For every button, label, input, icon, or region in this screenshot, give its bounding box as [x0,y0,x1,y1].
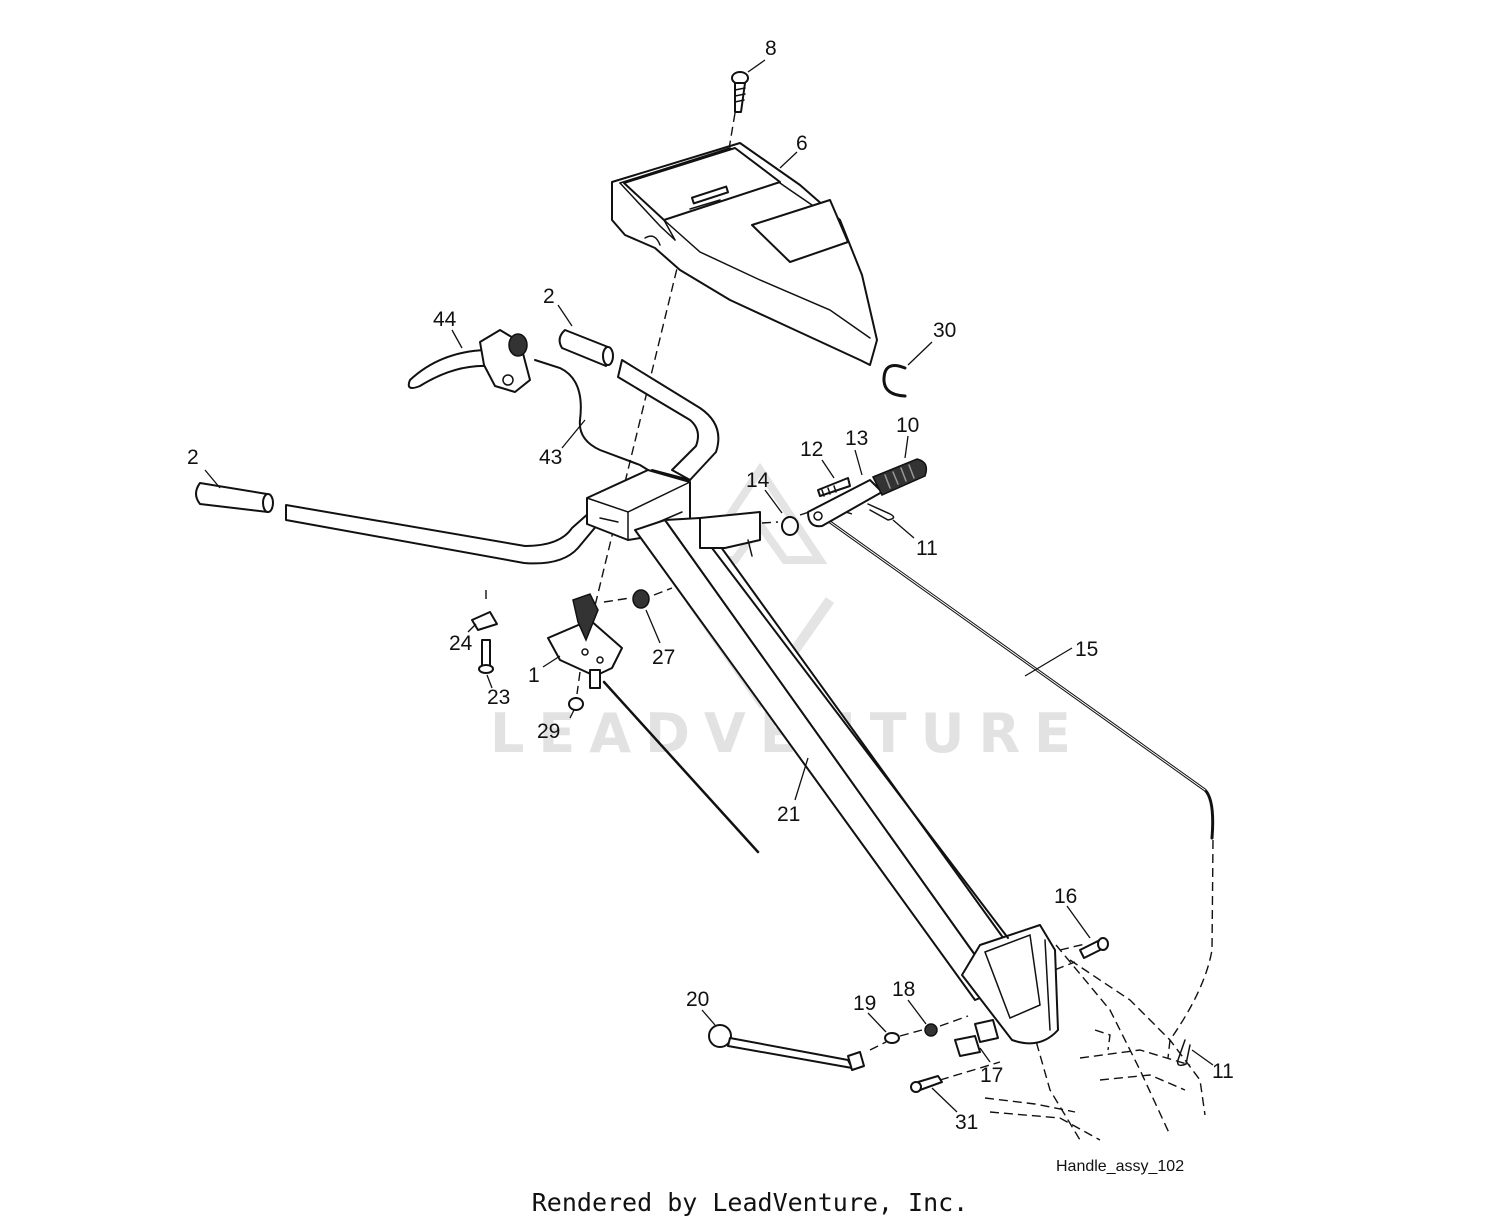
callouts: 8 6 2 44 30 43 2 12 13 10 14 11 24 27 1 … [187,37,1234,1134]
shift-bracket-1 [547,593,623,689]
callout-6: 6 [796,132,808,155]
nut-27 [632,589,650,609]
diagram-label: Handle_assy_102 [1056,1158,1185,1175]
bolt-16 [1079,937,1109,959]
callout-29: 29 [537,720,560,743]
callout-15: 15 [1075,638,1098,661]
callout-2-upper: 2 [543,285,555,308]
callout-20: 20 [686,988,709,1011]
knob-10 [871,458,928,496]
callout-21: 21 [777,803,800,826]
callout-1: 1 [528,664,540,687]
callout-10: 10 [896,414,919,437]
callout-23: 23 [487,686,510,709]
callout-13: 13 [845,427,868,450]
leader-lines [204,59,1214,1113]
nut-18 [924,1023,938,1037]
callout-44: 44 [433,308,457,331]
footer-credit: Rendered by LeadVenture, Inc. [531,1188,969,1217]
washer-19 [884,1032,900,1044]
clip-30 [882,364,907,398]
console-cover [611,142,878,366]
screw-8 [731,71,749,113]
callout-18: 18 [892,978,915,1001]
callout-8: 8 [765,37,777,60]
clutch-lever-44 [407,329,531,393]
bolt-23 [478,639,494,674]
callout-12: 12 [800,438,823,461]
callout-31: 31 [955,1111,978,1134]
shift-lever-20 [708,1024,865,1071]
callout-24: 24 [449,632,473,655]
clip-24 [471,611,498,631]
callout-43: 43 [539,446,562,469]
hairpin-11-upper [867,503,895,521]
shift-link-rod [602,680,760,854]
bolt-31 [910,1075,943,1093]
bolt-12 [817,477,851,497]
spacer-14 [781,516,799,536]
shift-rod [711,547,1009,939]
hairpin-11-lower [1176,1039,1191,1067]
pads-17 [954,1019,999,1057]
callout-11-lower: 11 [1212,1060,1234,1083]
callout-2-left: 2 [187,446,199,469]
lever-13 [807,479,883,528]
nut-29 [568,697,584,711]
handle-tube-21 [634,511,1059,1045]
callout-17: 17 [980,1064,1003,1087]
callout-19: 19 [853,992,876,1015]
callout-30: 30 [933,319,956,342]
callout-14: 14 [746,469,770,492]
callout-11-upper: 11 [916,537,938,560]
grip-2-upper [558,329,614,367]
cable-43 [534,359,649,471]
callout-27: 27 [652,646,675,669]
callout-16: 16 [1054,885,1077,908]
grip-2-left [195,482,274,513]
